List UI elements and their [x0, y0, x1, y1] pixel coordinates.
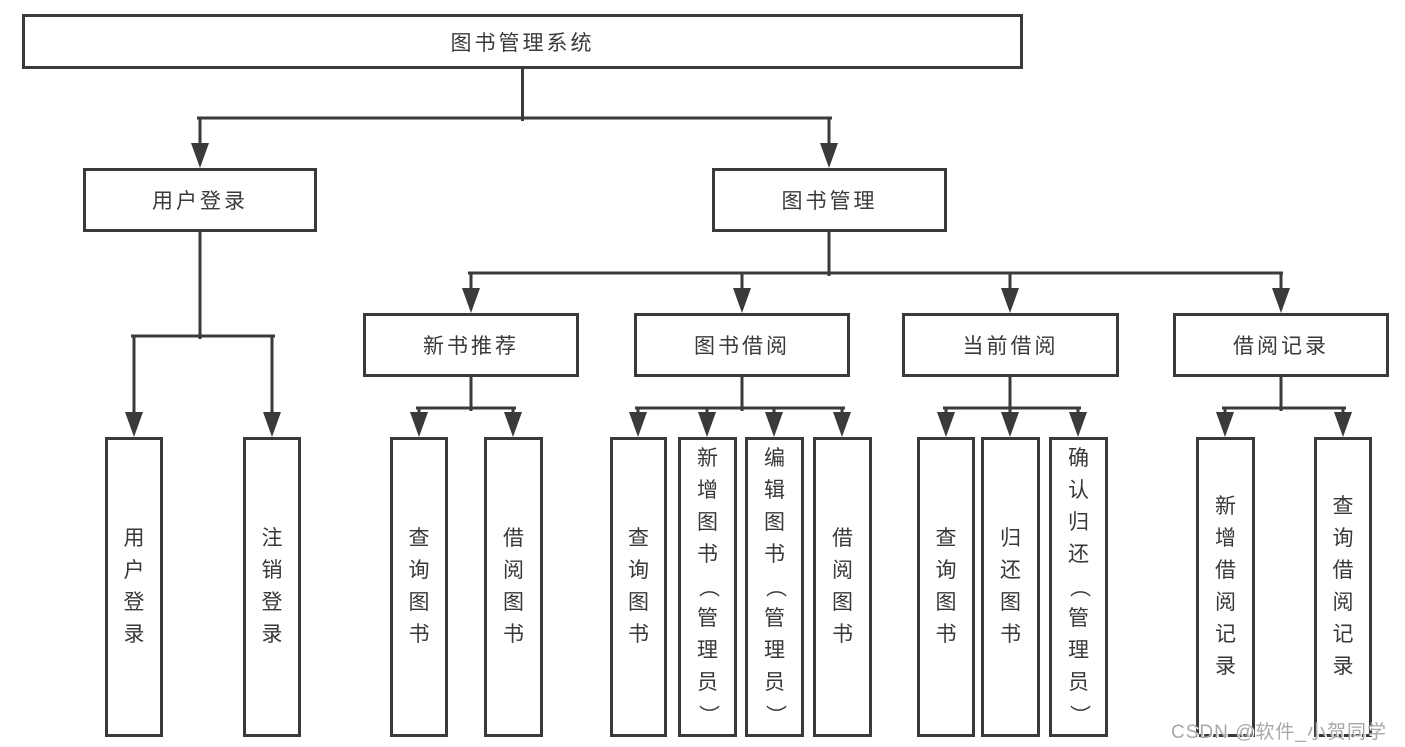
- node-label: 图书管理: [781, 190, 878, 213]
- leaf-br-add-record: 新增借阅记录: [1196, 437, 1255, 737]
- leaf-user-login: 用户登录: [105, 437, 163, 737]
- leaf-bb-borrow-books: 借阅图书: [813, 437, 872, 737]
- leaf-nr-query-books: 查询图书: [390, 437, 448, 737]
- node-label: 借阅记录: [1233, 335, 1329, 358]
- node-label: 归还图书: [1000, 527, 1021, 646]
- node-label: 图书管理系统: [450, 31, 595, 55]
- node-current-borrow: 当前借阅: [902, 313, 1119, 377]
- node-borrow-records: 借阅记录: [1173, 313, 1389, 377]
- leaf-cb-confirm-return-admin: 确认归还（管理员）: [1049, 437, 1108, 737]
- leaf-cb-query-books: 查询图书: [917, 437, 975, 737]
- leaf-cb-return-books: 归还图书: [981, 437, 1040, 737]
- leaf-bb-add-books-admin: 新增图书（管理员）: [678, 437, 737, 737]
- leaf-nr-borrow-books: 借阅图书: [484, 437, 543, 737]
- node-label: 编辑图书（管理员）: [763, 447, 787, 726]
- node-user-login: 用户登录: [83, 168, 317, 232]
- node-book-management: 图书管理: [712, 168, 947, 232]
- node-label: 确认归还（管理员）: [1067, 447, 1091, 726]
- node-label: 查询借阅记录: [1332, 495, 1354, 678]
- node-label: 查询图书: [408, 527, 430, 646]
- node-label: 图书借阅: [694, 335, 790, 358]
- node-root: 图书管理系统: [22, 14, 1023, 69]
- leaf-logout: 注销登录: [243, 437, 301, 737]
- node-label: 新书推荐: [423, 335, 519, 358]
- node-label: 新增借阅记录: [1215, 495, 1236, 678]
- node-new-book-recommend: 新书推荐: [363, 313, 579, 377]
- node-label: 注销登录: [261, 527, 283, 646]
- node-label: 当前借阅: [962, 335, 1059, 358]
- node-book-borrow: 图书借阅: [634, 313, 850, 377]
- node-label: 用户登录: [152, 190, 248, 213]
- csdn-watermark: CSDN @软件_小贺同学: [1171, 722, 1387, 743]
- leaf-br-query-record: 查询借阅记录: [1314, 437, 1372, 737]
- node-label: 用户登录: [123, 527, 145, 646]
- node-label: 新增图书（管理员）: [696, 447, 720, 726]
- node-label: 借阅图书: [832, 527, 853, 646]
- node-label: 查询图书: [935, 527, 957, 646]
- node-label: 查询图书: [628, 527, 649, 646]
- node-label: 借阅图书: [503, 527, 524, 646]
- leaf-bb-query-books: 查询图书: [610, 437, 667, 737]
- leaf-bb-edit-books-admin: 编辑图书（管理员）: [745, 437, 804, 737]
